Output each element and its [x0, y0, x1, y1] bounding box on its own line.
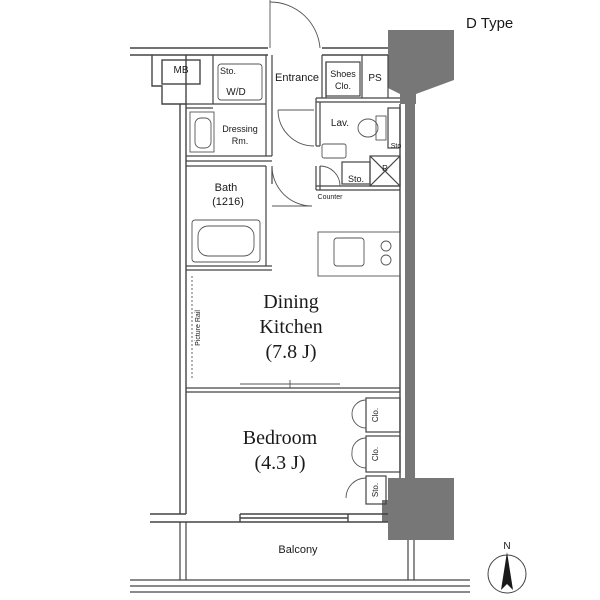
- label-bedroom-2: (4.3 J): [254, 452, 305, 474]
- label-dining-2: Kitchen: [259, 316, 322, 338]
- label-clo-2: Clo.: [371, 447, 380, 461]
- label-r: R: [382, 164, 388, 173]
- plan-type-label: D Type: [466, 15, 513, 32]
- label-dining-3: (7.8 J): [265, 341, 316, 363]
- label-dining-1: Dining: [263, 291, 319, 313]
- wall-right-column: [405, 94, 415, 478]
- kitchen-counter: [317, 231, 401, 277]
- washer-pan: [217, 63, 263, 101]
- compass: N: [487, 541, 527, 594]
- label-counter: Counter: [318, 194, 344, 201]
- label-bath-1: Bath: [215, 182, 238, 194]
- structural-columns: [382, 30, 454, 540]
- label-picture-rail: Picture Rail: [195, 310, 202, 346]
- label-dressing-1: Dressing: [222, 124, 258, 134]
- label-mb: MB: [174, 65, 189, 76]
- label-bedroom-1: Bedroom: [243, 427, 318, 449]
- vanity: [189, 111, 215, 153]
- label-shoes-2: Clo.: [335, 81, 351, 91]
- label-ps: PS: [368, 73, 382, 84]
- label-wd: W/D: [226, 87, 245, 98]
- bathtub: [191, 219, 261, 263]
- column-top-right: [388, 30, 454, 104]
- compass-label: N: [503, 541, 510, 552]
- interior-walls: [186, 55, 401, 505]
- outer-walls: [130, 47, 401, 523]
- label-sto-toilet: Sto: [391, 143, 402, 150]
- label-entrance: Entrance: [275, 72, 319, 84]
- room-labels: D Type MB Sto. W/D Entrance Shoes Clo. P…: [174, 15, 514, 556]
- label-clo-1: Clo.: [371, 408, 380, 422]
- label-sto-wd: Sto.: [220, 66, 236, 76]
- label-bath-2: (1216): [212, 196, 244, 208]
- column-bottom-right: [382, 478, 454, 540]
- stove-burner: [380, 240, 392, 252]
- label-shoes-1: Shoes: [330, 69, 356, 79]
- compass-arrow-icon: [501, 552, 513, 590]
- label-balcony: Balcony: [278, 544, 318, 556]
- label-sto-counter: Sto.: [348, 174, 364, 184]
- kitchen-sink: [333, 237, 365, 267]
- stove-burner: [380, 254, 392, 266]
- label-sto-bedroom: Sto.: [371, 483, 380, 497]
- wash-basin: [321, 143, 347, 159]
- balcony-structure: [130, 522, 470, 593]
- toilet-bowl: [357, 118, 379, 138]
- fixtures: [189, 63, 401, 380]
- label-lav: Lav.: [331, 118, 349, 129]
- toilet-tank: [375, 115, 387, 141]
- label-dressing-2: Rm.: [232, 136, 249, 146]
- door-swings: [240, 0, 367, 499]
